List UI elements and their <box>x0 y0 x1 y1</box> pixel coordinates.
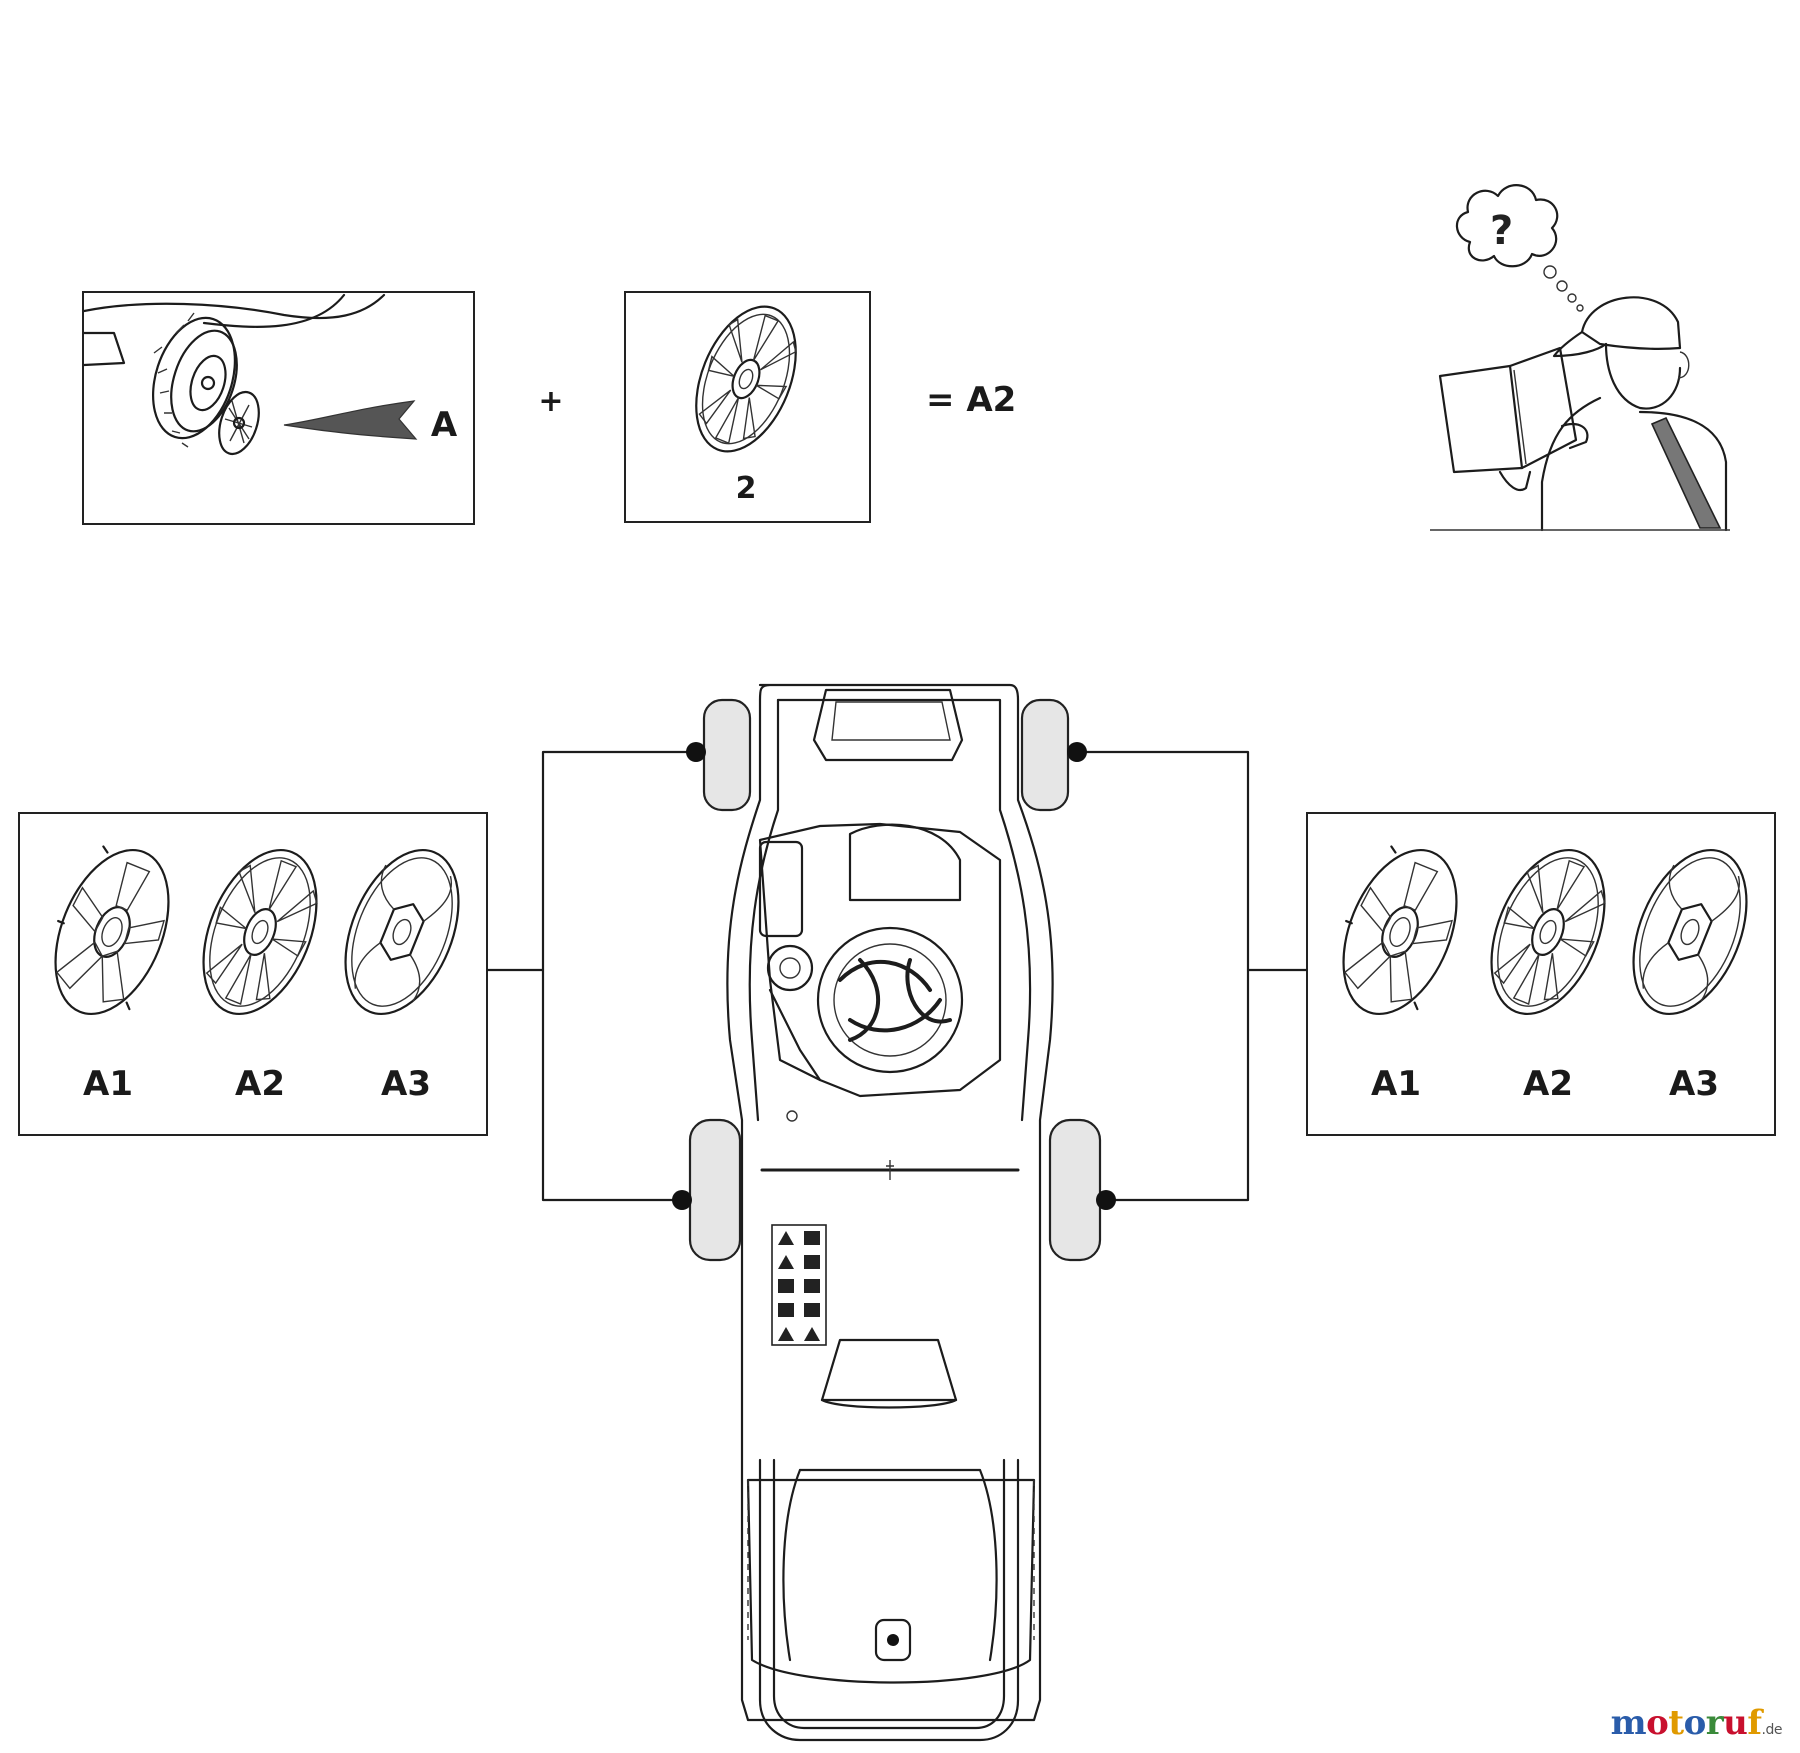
connector-dot-rear-left <box>672 1190 692 1210</box>
site-watermark: motoruf.de <box>1610 1703 1783 1743</box>
callout-label-a: A <box>430 405 458 445</box>
watermark-letter: t <box>1668 1703 1684 1743</box>
front-left-wheel <box>702 698 752 812</box>
hubcap-a2-icon <box>1490 848 1606 1016</box>
connector-lines <box>486 750 1308 1202</box>
watermark-letter: f <box>1747 1703 1762 1743</box>
front-right-wheel <box>1020 698 1070 812</box>
rear-left-wheel <box>688 1118 742 1262</box>
warning-labels-icon <box>771 1224 827 1346</box>
read-manual-icon: ? <box>1430 184 1730 532</box>
watermark-letter: o <box>1683 1703 1707 1743</box>
rear-right-wheel <box>1048 1118 1102 1262</box>
hubcap-a1-icon <box>1342 845 1458 1016</box>
option-right-a1: A1 <box>1371 1064 1421 1104</box>
hubcap-a3-icon <box>1632 848 1748 1016</box>
engine-icon <box>758 822 1002 1098</box>
watermark-letter: o <box>1646 1703 1669 1743</box>
result-equals-a2: = A2 <box>926 380 1017 420</box>
mower-top-view <box>486 683 1308 1742</box>
hubcap-options-right: A1 A2 A3 <box>1306 812 1776 1136</box>
option-left-a2: A2 <box>235 1064 285 1104</box>
option-right-a3: A3 <box>1669 1064 1719 1104</box>
option-left-a3: A3 <box>381 1064 431 1104</box>
thought-question-mark: ? <box>1490 208 1513 254</box>
option-left-a1: A1 <box>83 1064 133 1104</box>
hubcap-part-panel: 2 <box>624 291 871 523</box>
hubcap-a3-icon <box>344 848 460 1016</box>
connector-dot-rear-right <box>1096 1190 1116 1210</box>
hubcap-a2-icon <box>202 848 318 1016</box>
plus-sign: + <box>538 384 564 419</box>
part-number-2: 2 <box>735 471 757 506</box>
connector-dot-front-left <box>686 742 706 762</box>
hubcap-options-left-drawing <box>54 845 460 1016</box>
connector-dot-front-right <box>1067 742 1087 762</box>
watermark-suffix: .de <box>1761 1722 1783 1738</box>
hubcap-part-2-icon <box>695 305 797 453</box>
watermark-letter: r <box>1705 1703 1724 1743</box>
option-right-a2: A2 <box>1523 1064 1573 1104</box>
watermark-letter: u <box>1723 1703 1748 1743</box>
wheel-closeup-panel: A <box>82 291 475 525</box>
hubcap-a1-icon <box>54 845 170 1016</box>
hubcap-options-left: A1 A2 A3 <box>18 812 488 1136</box>
wheel-closeup-illustration <box>84 293 418 456</box>
watermark-letter: m <box>1610 1703 1647 1743</box>
hubcap-options-right-drawing <box>1342 845 1748 1016</box>
